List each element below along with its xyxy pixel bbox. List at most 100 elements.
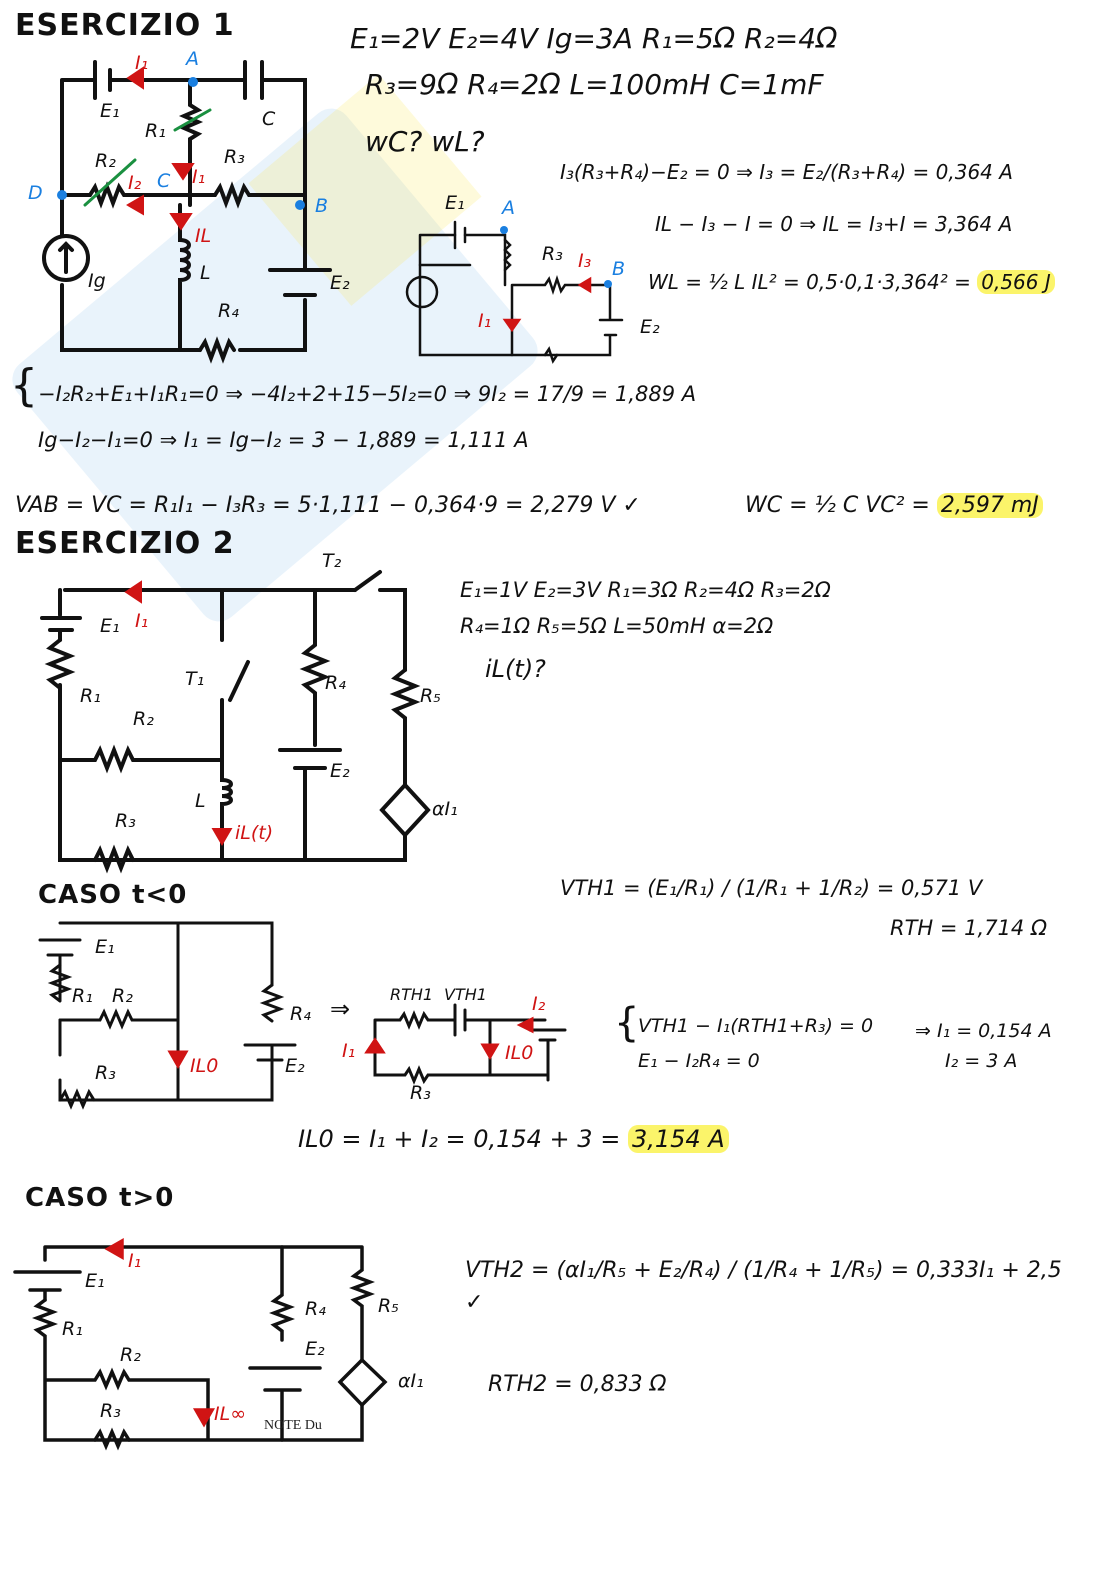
arrow-implies: ⇒ bbox=[330, 995, 351, 1023]
footer-note: NOTE Du bbox=[264, 1418, 322, 1433]
ex1-question: wC? wL? bbox=[365, 125, 485, 158]
label-r5-ex2: R₅ bbox=[420, 685, 441, 707]
label-i1-c1: I₁ bbox=[342, 1040, 356, 1062]
label-l-ex2: L bbox=[195, 790, 206, 812]
node-c: C bbox=[157, 170, 171, 192]
eq-system-2: Ig−I₂−I₁=0 ⇒ I₁ = Ig−I₂ = 3 − 1,889 = 1,… bbox=[38, 428, 529, 452]
label-r4: R₄ bbox=[218, 300, 239, 322]
eq-wc: WC = ½ C VC² = 2,597 mJ bbox=[745, 493, 1043, 518]
label-rth1: RTH1 bbox=[390, 985, 434, 1004]
label-il-t: iL(t) bbox=[235, 822, 274, 844]
label-ilinf-c2: IL∞ bbox=[214, 1403, 247, 1425]
node-a-eq: A bbox=[502, 197, 515, 219]
label-r1-c2: R₁ bbox=[62, 1318, 83, 1340]
label-i2-c1: I₂ bbox=[532, 993, 546, 1015]
label-vth1: VTH1 bbox=[444, 985, 487, 1004]
case1-il0-text: IL0 = I₁ + I₂ = 0,154 + 3 = bbox=[298, 1125, 621, 1153]
case1-brace: { bbox=[614, 1000, 640, 1046]
label-r3-eq-c1: R₃ bbox=[410, 1082, 431, 1104]
label-e2-ex2: E₂ bbox=[330, 760, 350, 782]
label-i1: I₁ bbox=[135, 52, 149, 74]
label-e1-eq: E₁ bbox=[445, 192, 465, 214]
ex1-params-line1: E₁=2V E₂=4V Ig=3A R₁=5Ω R₂=4Ω bbox=[350, 22, 838, 55]
label-t1: T₁ bbox=[185, 668, 205, 690]
label-r4-c1: R₄ bbox=[290, 1003, 311, 1025]
label-e1: E₁ bbox=[100, 100, 120, 122]
circuit-case-t-lt-0 bbox=[38, 921, 567, 1110]
case1-res2: I₂ = 3 A bbox=[945, 1050, 1018, 1072]
circuit-ex1-equivalent bbox=[405, 220, 624, 364]
label-r3-c2: R₃ bbox=[100, 1400, 121, 1422]
case2-vth: VTH2 = (αI₁/R₅ + E₂/R₄) / (1/R₄ + 1/R₅) … bbox=[465, 1258, 1062, 1315]
label-dependent-source: αI₁ bbox=[432, 798, 458, 820]
eq-wc-text: WC = ½ C VC² = bbox=[745, 493, 930, 518]
node-b-eq: B bbox=[612, 258, 626, 280]
label-l: L bbox=[200, 262, 211, 284]
label-r3-eq: R₃ bbox=[542, 243, 563, 265]
label-r2-c1: R₂ bbox=[112, 985, 133, 1007]
label-t2: T₂ bbox=[322, 550, 342, 572]
label-e2-c2: E₂ bbox=[305, 1338, 325, 1360]
label-il0-c1: IL0 bbox=[190, 1055, 219, 1077]
label-c: C bbox=[262, 108, 276, 130]
system-brace: { bbox=[10, 360, 38, 411]
eq-system-1: −I₂R₂+E₁+I₁R₁=0 ⇒ −4I₂+2+15−5I₂=0 ⇒ 9I₂ … bbox=[38, 382, 697, 406]
ex2-question: iL(t)? bbox=[485, 655, 546, 683]
node-b: B bbox=[315, 195, 329, 217]
case1-title: CASO t<0 bbox=[38, 880, 188, 910]
eq-vab: VAB = VC = R₁I₁ − I₃R₃ = 5·1,111 − 0,364… bbox=[15, 493, 641, 518]
label-e1-c1: E₁ bbox=[95, 936, 115, 958]
label-r4-ex2: R₄ bbox=[325, 672, 346, 694]
label-r5-c2: R₅ bbox=[378, 1295, 399, 1317]
ex2-params-line1: E₁=1V E₂=3V R₁=3Ω R₂=4Ω R₃=2Ω bbox=[460, 578, 831, 602]
label-i1-ex2: I₁ bbox=[135, 610, 149, 632]
case1-sys1: VTH1 − I₁(RTH1+R₃) = 0 bbox=[638, 1015, 874, 1037]
label-e2: E₂ bbox=[330, 272, 350, 294]
label-e2-eq: E₂ bbox=[640, 316, 660, 338]
case1-rth: RTH = 1,714 Ω bbox=[890, 916, 1047, 940]
node-a: A bbox=[186, 48, 199, 70]
label-r3: R₃ bbox=[224, 146, 245, 168]
case1-res1: ⇒ I₁ = 0,154 A bbox=[915, 1020, 1052, 1042]
eq-il: IL − I₃ − I = 0 ⇒ IL = I₃+I = 3,364 A bbox=[655, 212, 1013, 236]
label-r1: R₁ bbox=[145, 120, 166, 142]
label-i-eq: I₁ bbox=[478, 310, 492, 332]
case1-il0-result: 3,154 A bbox=[627, 1125, 729, 1153]
ex1-params-line2: R₃=9Ω R₄=2Ω L=100mH C=1mF bbox=[365, 68, 824, 101]
wc-result: 2,597 mJ bbox=[936, 493, 1043, 518]
label-e1-ex2: E₁ bbox=[100, 615, 120, 637]
label-e1-c2: E₁ bbox=[85, 1270, 105, 1292]
label-il: IL bbox=[195, 225, 212, 247]
label-i2: I₂ bbox=[128, 172, 142, 194]
label-r2-ex2: R₂ bbox=[133, 708, 154, 730]
label-r3-c1: R₃ bbox=[95, 1062, 116, 1084]
ex1-title: ESERCIZIO 1 bbox=[15, 8, 235, 43]
wl-result: 0,566 J bbox=[977, 270, 1055, 294]
case1-sys2: E₁ − I₂R₄ = 0 bbox=[638, 1050, 760, 1072]
case1-vth: VTH1 = (E₁/R₁) / (1/R₁ + 1/R₂) = 0,571 V bbox=[560, 876, 983, 900]
label-i1-branch: I₁ bbox=[192, 166, 206, 188]
case2-title: CASO t>0 bbox=[25, 1183, 175, 1213]
eq-wl: WL = ½ L IL² = 0,5·0,1·3,364² = 0,566 J bbox=[648, 270, 1055, 294]
label-il0-eq: IL0 bbox=[505, 1042, 534, 1064]
label-r1-c1: R₁ bbox=[72, 985, 93, 1007]
label-i3-eq: I₃ bbox=[578, 250, 592, 272]
label-r3-ex2: R₃ bbox=[115, 810, 136, 832]
node-d: D bbox=[28, 182, 43, 204]
eq-i3: I₃(R₃+R₄)−E₂ = 0 ⇒ I₃ = E₂/(R₃+R₄) = 0,3… bbox=[560, 160, 1013, 184]
case2-rth: RTH2 = 0,833 Ω bbox=[488, 1372, 667, 1397]
label-r2: R₂ bbox=[95, 150, 116, 172]
circuit-ex1 bbox=[42, 60, 332, 364]
label-r4-c2: R₄ bbox=[305, 1298, 326, 1320]
ex2-params-line2: R₄=1Ω R₅=5Ω L=50mH α=2Ω bbox=[460, 614, 774, 638]
case1-il0: IL0 = I₁ + I₂ = 0,154 + 3 = 3,154 A bbox=[298, 1125, 729, 1153]
label-src-c2: αI₁ bbox=[398, 1370, 424, 1392]
label-r1-ex2: R₁ bbox=[80, 685, 101, 707]
circuit-ex2 bbox=[40, 570, 431, 874]
ex2-title: ESERCIZIO 2 bbox=[15, 526, 235, 561]
label-r2-c2: R₂ bbox=[120, 1344, 141, 1366]
label-i1-c2: I₁ bbox=[128, 1250, 142, 1272]
eq-wl-text: WL = ½ L IL² = 0,5·0,1·3,364² = bbox=[648, 270, 971, 294]
